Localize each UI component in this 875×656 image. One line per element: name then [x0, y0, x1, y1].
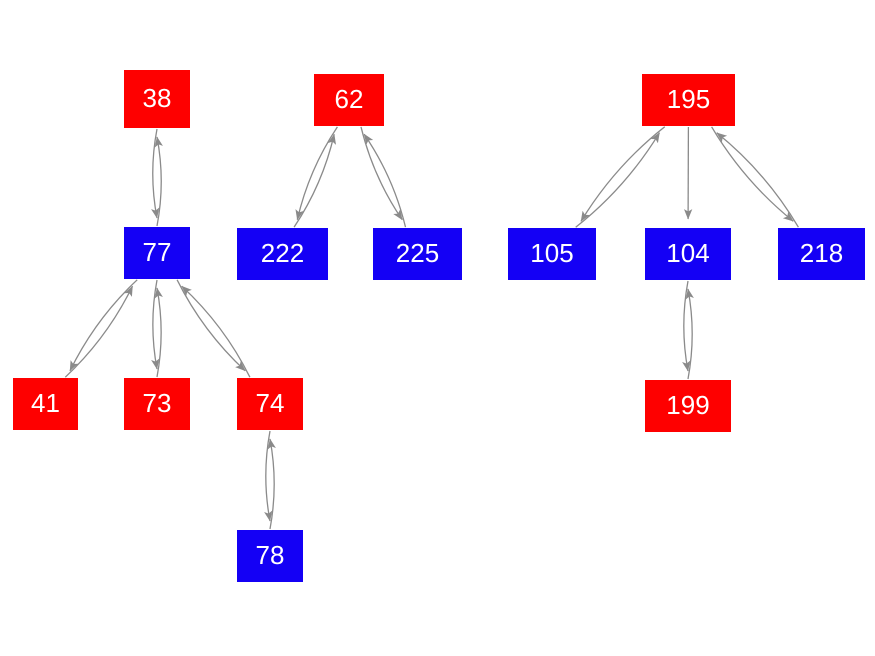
- graph-node-77[interactable]: 77: [124, 227, 190, 279]
- graph-node-label: 38: [142, 83, 172, 113]
- edges-group: [64, 126, 799, 530]
- edge-225-to-62: [363, 133, 407, 228]
- graph-node-62[interactable]: 62: [314, 74, 384, 126]
- graph-node-label: 77: [142, 237, 172, 267]
- graph-node-label: 78: [255, 540, 285, 570]
- graph-node-label: 222: [260, 238, 305, 268]
- edge-77-to-38: [154, 136, 163, 227]
- graph-node-label: 62: [334, 84, 364, 114]
- graph-node-label: 104: [666, 238, 710, 268]
- graph-node-104[interactable]: 104: [645, 228, 731, 280]
- graph-node-38[interactable]: 38: [124, 70, 190, 128]
- graph-node-label: 73: [142, 388, 172, 418]
- graph-node-label: 199: [666, 390, 710, 420]
- graph-node-label: 195: [666, 84, 711, 114]
- edge-73-to-77: [154, 287, 163, 378]
- graph-node-label: 74: [255, 388, 285, 418]
- edge-62-to-225: [360, 126, 403, 221]
- graph-node-78[interactable]: 78: [237, 530, 303, 582]
- graph-node-218[interactable]: 218: [778, 228, 865, 280]
- graph-node-label: 225: [395, 238, 440, 268]
- graph-node-label: 105: [530, 238, 574, 268]
- graph-node-74[interactable]: 74: [237, 378, 303, 430]
- graph-node-222[interactable]: 222: [237, 228, 328, 280]
- graph-node-195[interactable]: 195: [642, 74, 735, 126]
- edge-74-to-77: [181, 285, 251, 378]
- edge-78-to-74: [267, 438, 276, 530]
- graph-node-41[interactable]: 41: [13, 378, 78, 430]
- graph-node-73[interactable]: 73: [124, 378, 190, 430]
- graph-node-105[interactable]: 105: [508, 228, 596, 280]
- edge-222-to-62: [293, 133, 337, 228]
- graph-node-label: 41: [31, 388, 60, 418]
- graph-node-225[interactable]: 225: [373, 228, 462, 280]
- graph-node-label: 218: [799, 238, 844, 268]
- graph-node-199[interactable]: 199: [645, 380, 731, 432]
- edge-41-to-77: [64, 285, 134, 378]
- edge-199-to-104: [685, 288, 694, 380]
- edge-218-to-195: [716, 132, 799, 228]
- edge-105-to-195: [575, 132, 661, 228]
